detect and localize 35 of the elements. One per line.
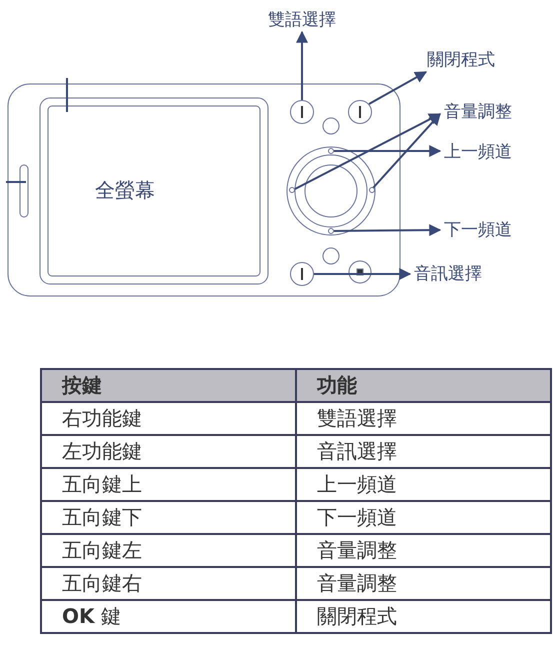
key-button <box>290 100 314 124</box>
keypad-point <box>369 187 375 193</box>
table-cell: 五向鍵下 <box>41 501 296 534</box>
arrow <box>314 268 412 280</box>
header-cell: 按鍵 <box>41 369 296 402</box>
header-cell: 功能 <box>296 369 551 402</box>
table-cell: 音訊選擇 <box>296 435 551 468</box>
table-cell: 左功能鍵 <box>41 435 296 468</box>
table-cell: OK 鍵 <box>41 600 296 633</box>
table-cell: 音量調整 <box>296 567 551 600</box>
arrow <box>296 30 308 100</box>
table-cell: 雙語選擇 <box>296 402 551 435</box>
table-cell: 關閉程式 <box>296 600 551 633</box>
arrow <box>368 71 428 105</box>
table-cell: 右功能鍵 <box>41 402 296 435</box>
callout-label: 音量調整 <box>440 100 516 124</box>
callout-label: 音訊選擇 <box>410 262 486 286</box>
screen-label: 全螢幕 <box>95 177 155 204</box>
callout-label: 雙語選擇 <box>266 8 338 32</box>
table-cell: 下一頻道 <box>296 501 551 534</box>
keypad-point <box>289 187 295 193</box>
key-button <box>290 262 314 286</box>
callout-label: 下一頻道 <box>440 218 516 242</box>
arrow <box>334 145 442 157</box>
key-button <box>348 100 372 124</box>
callout-label: 關閉程式 <box>423 48 499 72</box>
callout-label: 上一頻道 <box>440 140 516 164</box>
table-cell: 音量調整 <box>296 534 551 567</box>
table-cell: 五向鍵左 <box>41 534 296 567</box>
table-cell: 五向鍵上 <box>41 468 296 501</box>
table-cell: 五向鍵右 <box>41 567 296 600</box>
keypad-point <box>328 228 334 234</box>
table-cell: 上一頻道 <box>296 468 551 501</box>
arrow <box>294 113 442 190</box>
keypad-point <box>328 148 334 154</box>
